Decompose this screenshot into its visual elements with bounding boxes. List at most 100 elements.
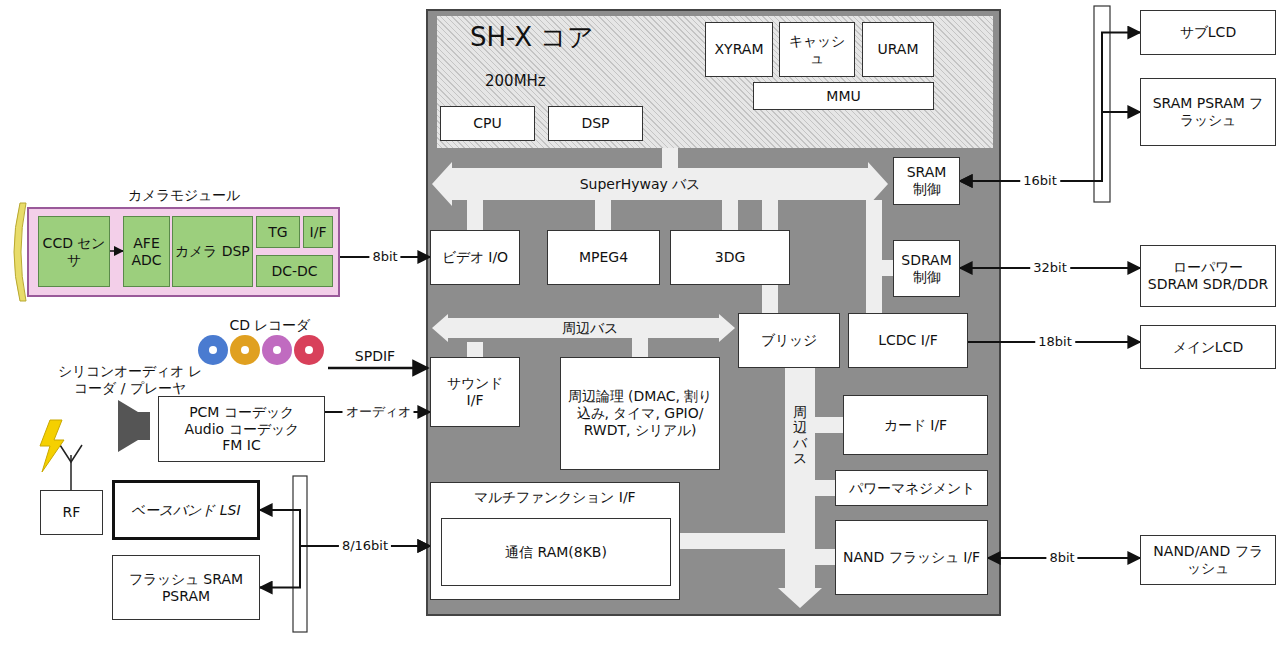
device-name: シリコンオーディオ レコーダ / プレーヤ: [55, 363, 205, 397]
node-label: NAND/AND フラッシュ: [1147, 543, 1269, 577]
interface-box: NAND フラッシュ I/F: [835, 520, 988, 595]
bus-stub: [815, 549, 835, 565]
cd-disc: [230, 335, 260, 365]
bus-name: 周辺バス: [562, 320, 618, 337]
cd-hole: [241, 346, 249, 354]
memory-box: SRAM PSRAM フラッシュ: [1140, 78, 1276, 146]
adc-box: AFE ADC: [123, 216, 170, 287]
node-label: URAM: [877, 41, 918, 58]
node-label: ビデオ I/O: [442, 249, 508, 266]
node-label: パワーマネジメント: [849, 480, 975, 497]
bus-stub: [632, 338, 648, 357]
node-label: 周辺論理 (DMAC, 割り込み, タイマ, GPIO/ RWDT, シリアル): [567, 388, 713, 438]
bus-width-label: オーディオ: [343, 405, 414, 419]
bus-stub: [467, 200, 483, 230]
node-label: カメラ DSP: [175, 243, 250, 260]
bus-name: 周辺バス: [793, 405, 807, 467]
bus-stub: [882, 260, 893, 276]
interface-box: I/F: [303, 216, 333, 248]
cpu-box: CPU: [440, 106, 535, 141]
bus-stub: [722, 200, 738, 230]
dsp-box: DSP: [548, 106, 643, 141]
peripheral-bus: [432, 314, 735, 342]
sensor-box: CCD センサ: [38, 216, 110, 287]
bus-stub: [680, 533, 785, 549]
bus-name: SuperHyway バス: [580, 176, 701, 193]
rf-box: RF: [40, 490, 103, 535]
connector: [110, 250, 123, 252]
cd-disc: [198, 335, 228, 365]
lightning-bolt: [40, 420, 64, 472]
node-label: MMU: [826, 88, 860, 105]
node-label: 通信 RAM(8KB): [505, 544, 607, 561]
node-label: I/F: [310, 224, 327, 241]
power-box: パワーマネジメント: [835, 470, 988, 506]
bus-width-label: 16bit: [1020, 174, 1060, 188]
node-label: MPEG4: [579, 249, 628, 266]
controller-box: SRAM 制御: [893, 157, 960, 205]
bus-stub: [595, 200, 611, 230]
display-box: サブLCD: [1140, 10, 1276, 55]
cache-box: キャッシュ: [779, 22, 855, 77]
node-label: サブLCD: [1180, 24, 1236, 41]
node-label: RF: [63, 504, 81, 521]
node-label: DSP: [581, 115, 609, 132]
video-io-box: ビデオ I/O: [430, 230, 520, 285]
cd-hole: [209, 346, 217, 354]
node-label: SDRAM 制御: [900, 252, 953, 286]
bus-width-label: 8/16bit: [339, 539, 391, 553]
controller-box: SDRAM 制御: [893, 240, 960, 297]
node-subtitle: 200MHz: [485, 72, 546, 90]
node-label: フラッシュ SRAM PSRAM: [119, 571, 253, 605]
speaker-icon: [118, 400, 150, 452]
codec-box: PCM コーデック Audio コーデック FM IC: [158, 396, 325, 462]
memory-box: フラッシュ SRAM PSRAM: [112, 555, 260, 620]
interface-box: サウンド I/F: [430, 357, 520, 427]
interface-box: カード I/F: [843, 395, 988, 455]
baseband-box: ベースバンド LSI: [112, 480, 260, 540]
camera-dsp-box: カメラ DSP: [172, 216, 253, 287]
cd-hole: [273, 346, 281, 354]
bus-stub: [467, 342, 483, 357]
node-label: ブリッジ: [761, 332, 817, 349]
bus-width-label: 8bit: [369, 250, 400, 264]
cd-disc: [262, 335, 292, 365]
node-label: DC-DC: [271, 263, 317, 280]
cd-hole: [305, 346, 313, 354]
bridge-box: ブリッジ: [738, 313, 840, 368]
bus-width-label: 8bit: [1046, 551, 1077, 565]
interface-box: マルチファンクション I/F 通信 RAM(8KB): [430, 482, 680, 600]
node-label: キャッシュ: [786, 33, 848, 67]
memory-box: NAND/AND フラッシュ: [1140, 535, 1276, 585]
display-box: メインLCD: [1140, 325, 1276, 369]
memory-box: URAM: [862, 22, 934, 77]
bus-width-label: 32bit: [1030, 261, 1070, 275]
node-heading: カメラモジュール: [29, 187, 338, 204]
converter-box: DC-DC: [256, 255, 333, 287]
node-label: CCD センサ: [41, 235, 107, 269]
peripheral-box: 周辺論理 (DMAC, 割り込み, タイマ, GPIO/ RWDT, シリアル): [560, 357, 720, 470]
ram-box: 通信 RAM(8KB): [441, 518, 671, 586]
device-name: CD レコーダ: [229, 317, 310, 334]
camera-module: カメラモジュールCCD センサAFE ADCカメラ DSPTGI/FDC-DC: [27, 207, 340, 297]
node-label: カード I/F: [884, 417, 947, 434]
bus-stub: [866, 200, 882, 313]
camera-lens: [14, 203, 26, 301]
node-label: TG: [268, 224, 287, 241]
node-label: ローパワー SDRAM SDR/DDR: [1147, 259, 1269, 293]
bus-stub: [815, 480, 835, 496]
module-backdrop: [27, 207, 340, 297]
memory-box: XYRAM: [705, 22, 773, 77]
node-heading: マルチファンクション I/F: [431, 489, 679, 506]
node-heading: SH-X コア: [470, 22, 594, 53]
bus-stub: [662, 148, 678, 168]
node-label: XYRAM: [715, 41, 764, 58]
node-label: ベースバンド LSI: [131, 502, 240, 519]
spdif-arrow: [328, 367, 428, 370]
node-label: サウンド I/F: [437, 375, 513, 409]
bus-width-label: 18bit: [1035, 335, 1075, 349]
antenna-head: [60, 445, 82, 462]
interface-box: LCDC I/F: [848, 313, 968, 368]
node-label: LCDC I/F: [878, 332, 937, 349]
codec-box: MPEG4: [547, 230, 660, 285]
